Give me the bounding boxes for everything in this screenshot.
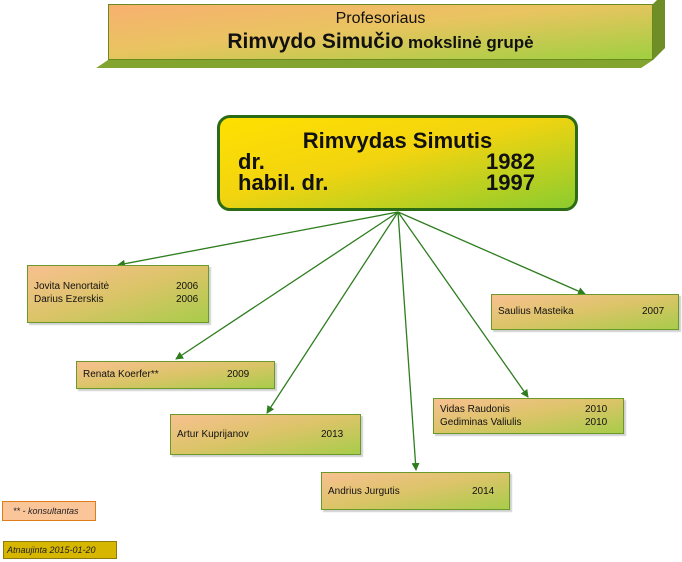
student-name: Saulius Masteika [498,306,574,317]
arrow-to-node-e [266,211,399,414]
degree-year: 1982 [486,149,535,174]
title-group-label: mokslinė grupė [408,33,534,52]
student-node: Jovita Nenortaitė 2006 Darius Ezerskis 2… [27,265,209,323]
student-node: Vidas Raudonis 2010 Gediminas Valiulis 2… [433,398,624,434]
student-node: Saulius Masteika 2007 [491,294,679,330]
arrow-to-node-b [397,211,586,295]
title-line-1: Profesoriaus [335,10,426,27]
degree-label: dr. [238,149,265,174]
professor-node: Rimvydas Simutis dr. 1982 habil. dr. 199… [217,115,578,211]
student-name: Darius Ezerskis [34,294,104,305]
title-professor-name: Rimvydo Simučio [227,30,404,53]
professor-name: Rimvydas Simutis [302,128,493,153]
student-year: 2006 [176,294,199,305]
student-year: 2014 [472,486,495,497]
title-banner: Profesoriaus Rimvydo Simučio mokslinė gr… [108,4,653,60]
degree-row: habil. dr. 1997 [238,172,538,194]
degree-year: 1997 [486,170,535,195]
updated-date-label: Atnaujinta 2015-01-20 [3,541,117,559]
student-name: Renata Koerfer** [83,369,159,380]
student-year: 2007 [642,306,665,317]
degree-row: dr. 1982 [238,151,538,173]
arrow-to-node-a [117,211,399,268]
degree-label: habil. dr. [238,170,329,195]
student-year: 2010 [585,417,608,428]
student-name: Vidas Raudonis [440,404,510,415]
consultant-legend: ** - konsultantas [2,501,96,521]
student-node: Andrius Jurgutis 2014 [321,472,510,510]
student-year: 2013 [321,429,344,440]
student-name: Andrius Jurgutis [328,486,400,497]
student-year: 2009 [227,369,250,380]
student-name: Gediminas Valiulis [440,417,522,428]
student-name: Jovita Nenortaitė [34,281,110,292]
student-node: Renata Koerfer** 2009 [76,361,275,389]
arrow-to-node-f [397,211,420,471]
student-name: Artur Kuprijanov [177,429,249,440]
arrow-to-node-d [397,211,529,398]
student-node: Artur Kuprijanov 2013 [170,414,361,455]
student-year: 2006 [176,281,199,292]
arrow-to-node-c [175,211,399,360]
student-year: 2010 [585,404,608,415]
title-line-2: Rimvydo Simučio mokslinė grupė [109,30,652,54]
